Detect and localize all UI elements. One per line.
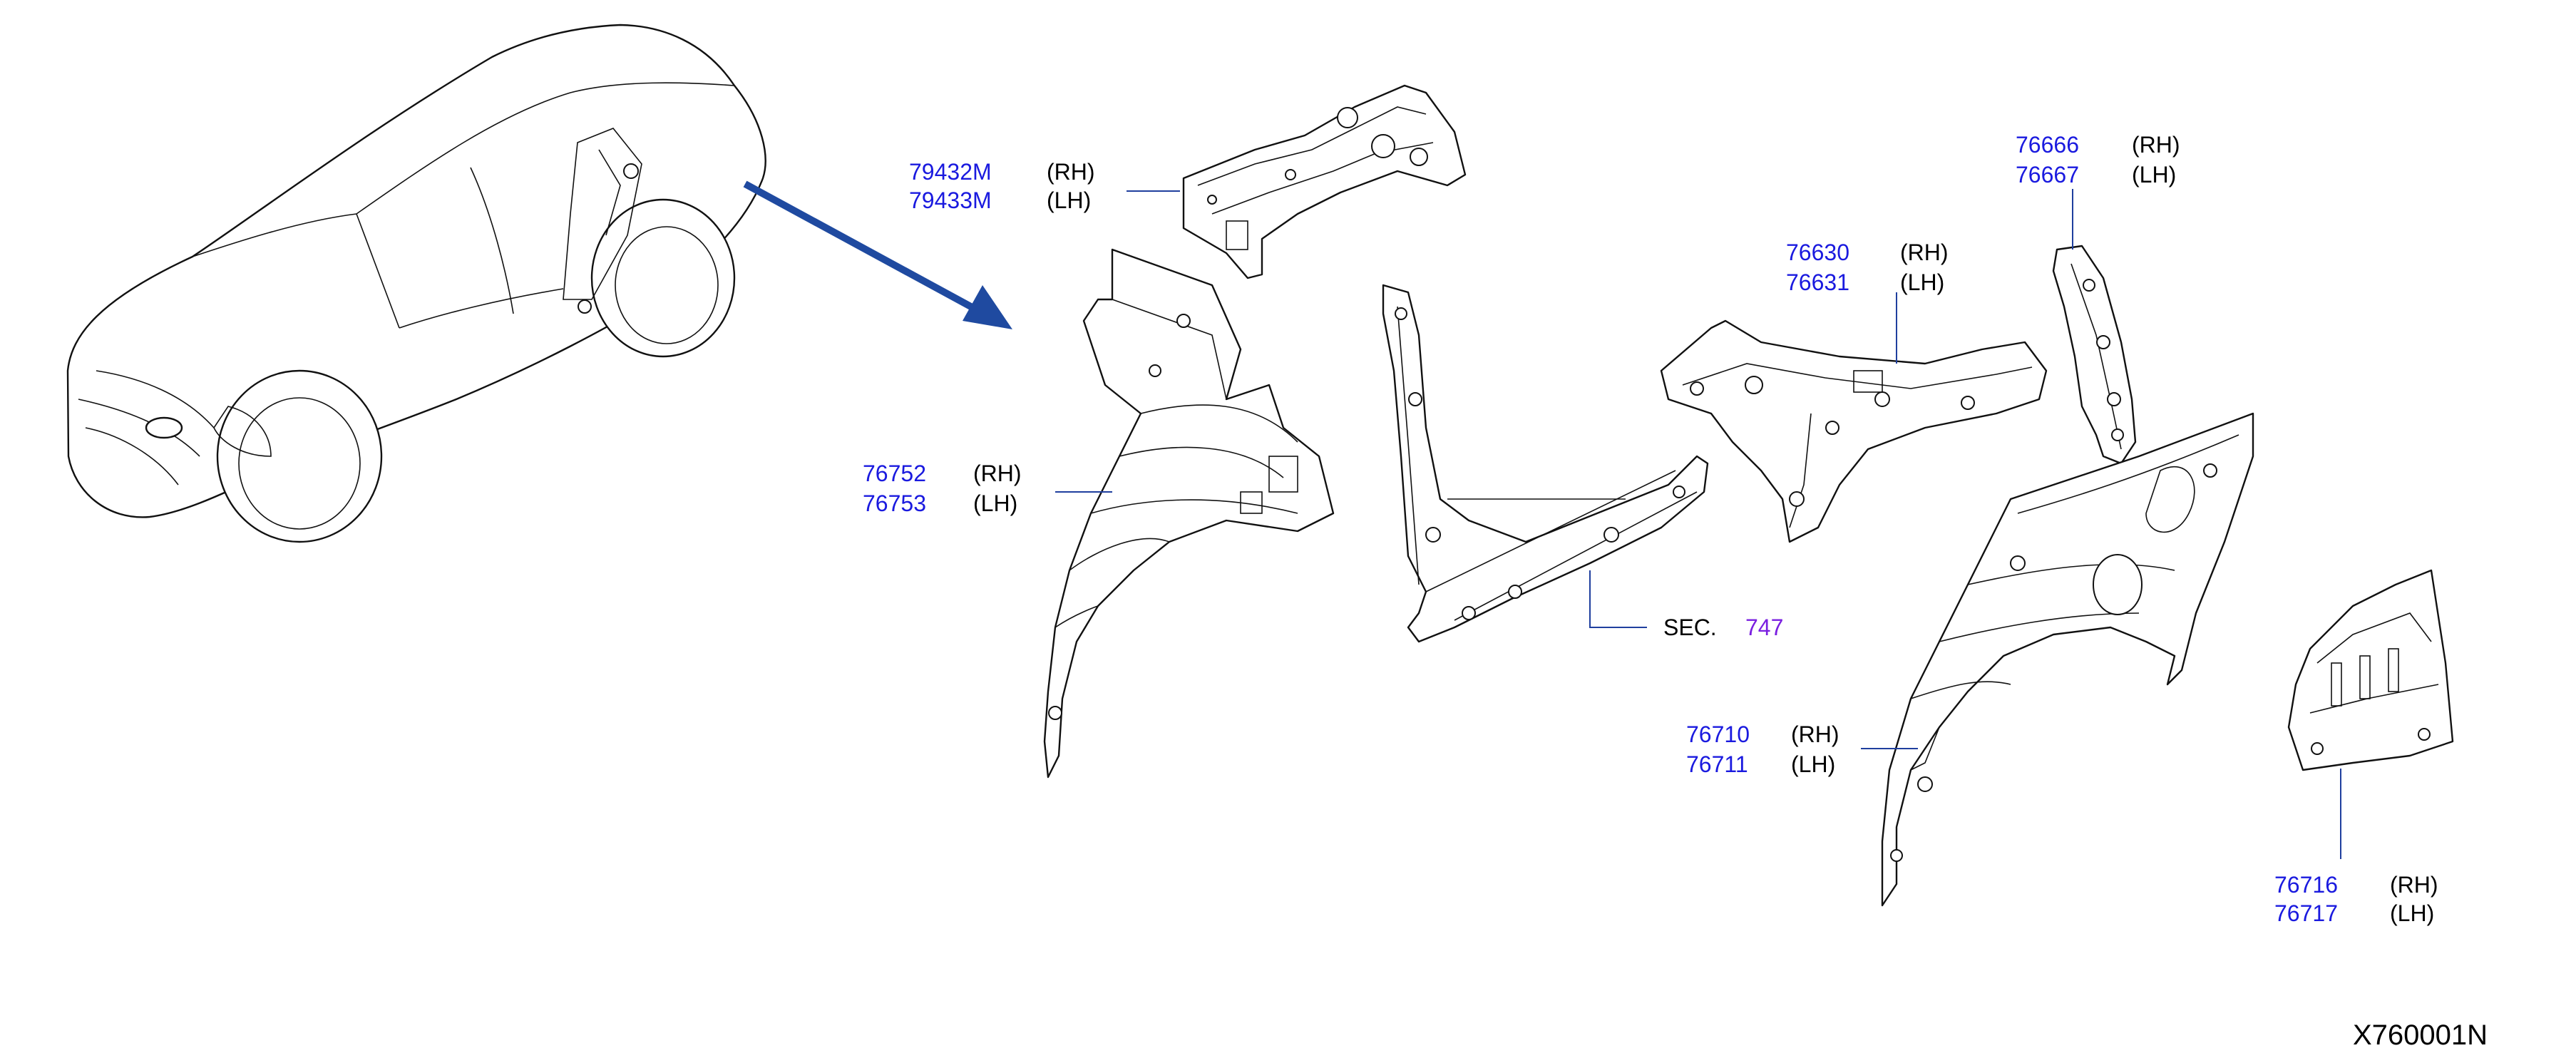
part-number-76752[interactable]: 76752	[863, 461, 926, 486]
leader-lines	[1055, 189, 2341, 859]
diagram-code: X760001N	[2353, 1020, 2488, 1051]
side-lh-label: (LH)	[973, 491, 1017, 516]
part-rear-wheelhouse-inner[interactable]	[1043, 248, 1335, 779]
section-label: SEC.	[1663, 615, 1717, 640]
part-rear-pillar-frame[interactable]	[1382, 284, 1709, 643]
callout-76752: 76752 (RH) 76753 (LH)	[863, 461, 1022, 516]
part-number-76630[interactable]: 76630	[1786, 240, 1849, 265]
part-number-76716[interactable]: 76716	[2274, 872, 2338, 898]
section-reference: SEC. 747	[1663, 615, 1783, 640]
callout-79432m: 79432M (RH) 79433M (LH)	[909, 159, 1095, 213]
part-rear-floor-member[interactable]	[1182, 84, 1467, 279]
side-lh-label: (LH)	[1047, 188, 1091, 213]
part-number-76711[interactable]: 76711	[1686, 751, 1748, 777]
section-number-link[interactable]: 747	[1745, 615, 1783, 640]
part-rear-parcel-side[interactable]	[1660, 319, 2048, 543]
side-rh-label: (RH)	[1791, 721, 1839, 747]
side-lh-label: (LH)	[2132, 162, 2176, 188]
side-lh-label: (LH)	[1791, 751, 1835, 777]
part-number-76666[interactable]: 76666	[2016, 132, 2079, 158]
part-number-76667[interactable]: 76667	[2016, 162, 2079, 188]
direction-arrow	[743, 180, 1012, 329]
callout-76710: 76710 (RH) 76711 (LH)	[1686, 721, 1839, 777]
side-rh-label: (RH)	[1900, 240, 1949, 265]
part-number-76631[interactable]: 76631	[1786, 269, 1849, 295]
callout-76630: 76630 (RH) 76631 (LH)	[1786, 240, 1949, 295]
side-rh-label: (RH)	[1047, 159, 1095, 185]
part-pillar-reinforcement[interactable]	[2052, 245, 2137, 465]
car-illustration	[66, 24, 766, 543]
part-number-79432m[interactable]: 79432M	[909, 159, 992, 185]
side-rh-label: (RH)	[2390, 872, 2438, 898]
part-number-76717[interactable]: 76717	[2274, 900, 2338, 926]
callout-76666: 76666 (RH) 76667 (LH)	[2016, 132, 2180, 188]
side-rh-label: (RH)	[2132, 132, 2180, 158]
side-lh-label: (LH)	[1900, 269, 1944, 295]
part-number-79433m[interactable]: 79433M	[909, 188, 992, 213]
side-lh-label: (LH)	[2390, 900, 2434, 926]
part-wheelhouse-extension[interactable]	[2287, 569, 2454, 771]
part-number-76710[interactable]: 76710	[1686, 721, 1750, 747]
part-rear-wheelhouse-outer[interactable]	[1881, 412, 2254, 907]
callout-76716: 76716 (RH) 76717 (LH)	[2274, 872, 2438, 926]
part-number-76753[interactable]: 76753	[863, 491, 926, 516]
side-rh-label: (RH)	[973, 461, 1022, 486]
